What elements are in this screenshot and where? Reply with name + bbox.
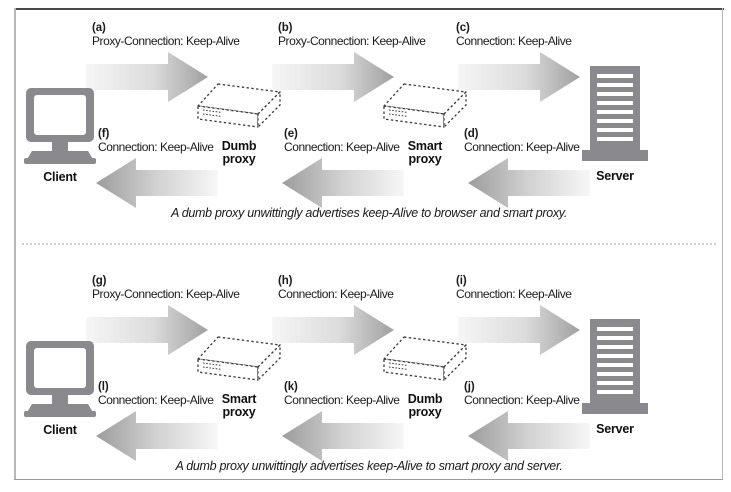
message-tag-d: (d) <box>464 128 479 140</box>
message-header-f: Connection: Keep-Alive <box>98 139 214 154</box>
proxy-label-top-2: Smart proxy <box>387 139 463 167</box>
arrow-return-l <box>96 411 218 465</box>
panel-caption-bottom: A dumb proxy unwittingly advertises keep… <box>175 459 563 473</box>
proxy-box-icon <box>383 336 467 381</box>
proxy-label-bottom-2: Dumb proxy <box>387 392 463 420</box>
client-icon-top <box>22 88 98 173</box>
message-tag-c: (c) <box>456 22 470 34</box>
proxy-label-line2: proxy <box>222 152 256 167</box>
message-header-k: Connection: Keep-Alive <box>284 392 400 407</box>
server-icon-top <box>580 66 650 171</box>
arrow-forward-i <box>458 305 580 359</box>
frame-top-border <box>14 8 724 10</box>
message-label-g: (g) Proxy-Connection: Keep-Alive <box>92 275 240 301</box>
message-label-k: (k) Connection: Keep-Alive <box>284 381 400 407</box>
message-label-e: (e) Connection: Keep-Alive <box>284 128 400 154</box>
panel-divider <box>22 243 716 245</box>
proxy-icon-bottom-2 <box>382 335 468 396</box>
proxy-label-top-1: Dumb proxy <box>201 139 277 167</box>
proxy-label-bottom-1: Smart proxy <box>201 392 277 420</box>
proxy-label-line2: proxy <box>408 152 442 167</box>
proxy-box-icon <box>197 336 281 381</box>
computer-monitor-icon <box>24 88 96 164</box>
message-tag-l: (l) <box>98 381 109 393</box>
message-label-a: (a) Proxy-Connection: Keep-Alive <box>92 22 240 48</box>
panel-caption-top: A dumb proxy unwittingly advertises keep… <box>170 206 568 220</box>
computer-monitor-icon <box>24 341 96 417</box>
message-label-f: (f) Connection: Keep-Alive <box>98 128 214 154</box>
proxy-label-line2: proxy <box>222 405 256 420</box>
message-tag-b: (b) <box>278 22 293 34</box>
message-label-h: (h) Connection: Keep-Alive <box>278 275 394 301</box>
server-label-bottom: Server <box>596 422 634 436</box>
message-tag-j: (j) <box>464 381 475 393</box>
proxy-label-line1: Dumb <box>407 392 443 406</box>
message-label-d: (d) Connection: Keep-Alive <box>464 128 580 154</box>
proxy-icon-top-1 <box>196 82 282 143</box>
message-label-b: (b) Proxy-Connection: Keep-Alive <box>278 22 426 48</box>
message-header-e: Connection: Keep-Alive <box>284 139 400 154</box>
message-header-d: Connection: Keep-Alive <box>464 139 580 154</box>
frame-left-border <box>14 8 16 480</box>
proxy-label-line1: Smart <box>407 139 443 153</box>
proxy-icon-top-2 <box>382 82 468 143</box>
proxy-box-icon <box>197 83 281 128</box>
arrow-return-k <box>282 411 404 465</box>
message-tag-i: (i) <box>456 275 467 287</box>
arrow-forward-a <box>86 52 208 106</box>
message-tag-f: (f) <box>98 128 110 140</box>
message-header-j: Connection: Keep-Alive <box>464 392 580 407</box>
frame-right-border <box>722 8 723 480</box>
message-header-b: Proxy-Connection: Keep-Alive <box>278 33 426 48</box>
proxy-box-icon <box>383 83 467 128</box>
message-header-i: Connection: Keep-Alive <box>456 286 572 301</box>
client-icon-bottom <box>22 341 98 426</box>
arrow-return-f <box>96 158 218 212</box>
arrow-forward-b <box>272 52 394 106</box>
arrow-forward-g <box>86 305 208 359</box>
server-tower-icon <box>582 319 648 414</box>
arrow-return-d <box>468 158 590 212</box>
message-header-g: Proxy-Connection: Keep-Alive <box>92 286 240 301</box>
message-label-l: (l) Connection: Keep-Alive <box>98 381 214 407</box>
message-label-i: (i) Connection: Keep-Alive <box>456 275 572 301</box>
proxy-icon-bottom-1 <box>196 335 282 396</box>
message-header-l: Connection: Keep-Alive <box>98 392 214 407</box>
message-tag-g: (g) <box>92 275 107 287</box>
message-tag-h: (h) <box>278 275 293 287</box>
message-label-c: (c) Connection: Keep-Alive <box>456 22 572 48</box>
client-label-top: Client <box>43 170 77 184</box>
client-label-bottom: Client <box>43 423 77 437</box>
message-label-j: (j) Connection: Keep-Alive <box>464 381 580 407</box>
server-icon-bottom <box>580 319 650 424</box>
message-header-c: Connection: Keep-Alive <box>456 33 572 48</box>
arrow-return-e <box>282 158 404 212</box>
server-label-top: Server <box>596 169 634 183</box>
message-tag-a: (a) <box>92 22 106 34</box>
frame-bottom-border <box>14 479 723 480</box>
proxy-label-line1: Dumb <box>221 139 257 153</box>
proxy-label-line2: proxy <box>408 405 442 420</box>
arrow-forward-c <box>458 52 580 106</box>
message-header-h: Connection: Keep-Alive <box>278 286 394 301</box>
message-header-a: Proxy-Connection: Keep-Alive <box>92 33 240 48</box>
proxy-label-line1: Smart <box>221 392 257 406</box>
arrow-return-j <box>468 411 590 465</box>
message-tag-k: (k) <box>284 381 298 393</box>
message-tag-e: (e) <box>284 128 298 140</box>
server-tower-icon <box>582 66 648 161</box>
arrow-forward-h <box>272 305 394 359</box>
